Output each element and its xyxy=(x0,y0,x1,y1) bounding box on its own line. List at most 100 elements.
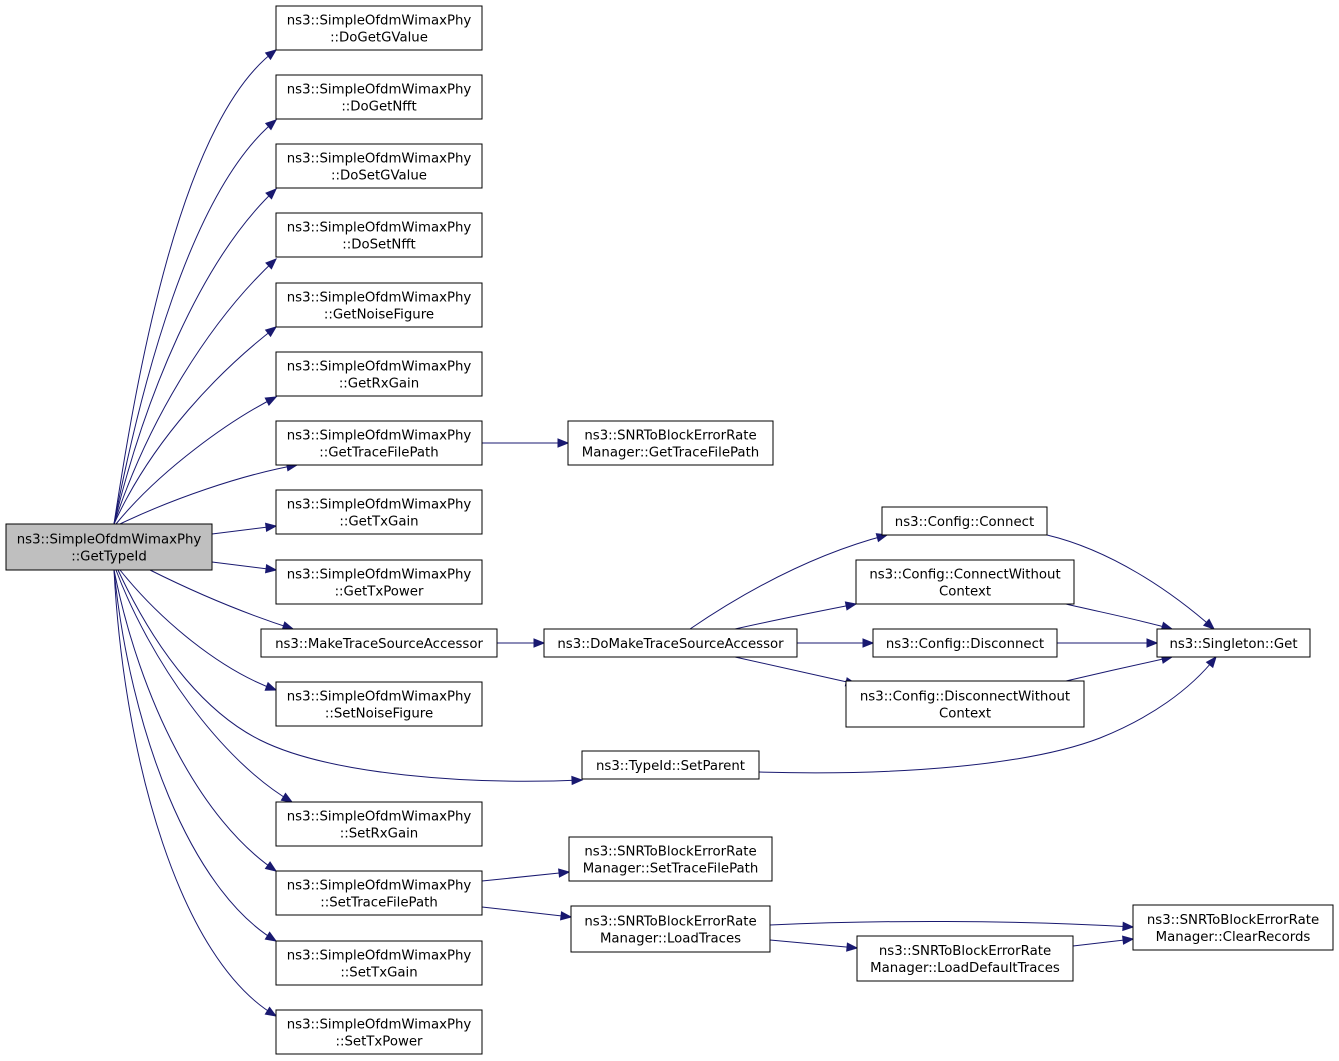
edge-line xyxy=(211,525,277,535)
edge-line xyxy=(113,569,277,942)
edge-do-make-trace-source-accessor-to-config-disconnect xyxy=(797,638,875,648)
node-box xyxy=(5,523,213,571)
node-box xyxy=(581,750,760,780)
node-label-line: ns3::MakeTraceSourceAccessor xyxy=(275,637,483,652)
node-singleton-get[interactable]: ns3::Singleton::Get xyxy=(1156,628,1311,658)
node-config-disconnect[interactable]: ns3::Config::Disconnect xyxy=(872,628,1058,658)
node-config-connect[interactable]: ns3::Config::Connect xyxy=(881,506,1048,536)
edge-root-to-do-get-nfft xyxy=(113,119,278,525)
node-snr-load-traces[interactable]: ns3::SNRToBlockErrorRateManager::LoadTra… xyxy=(570,905,771,953)
edge-root-to-set-tx-power xyxy=(113,569,278,1017)
edge-line xyxy=(769,939,858,949)
node-label-line: ns3::SimpleOfdmWimaxPhy xyxy=(17,533,202,548)
node-label-line: ns3::Config::DisconnectWithout xyxy=(860,690,1070,705)
node-box xyxy=(275,1009,483,1055)
node-snr-set-trace-file-path[interactable]: ns3::SNRToBlockErrorRateManager::SetTrac… xyxy=(568,836,773,882)
node-label-line: ns3::Singleton::Get xyxy=(1169,637,1297,652)
node-label-line: ns3::SimpleOfdmWimaxPhy xyxy=(287,568,472,583)
call-graph-edges xyxy=(113,49,1217,1017)
node-set-noise-figure[interactable]: ns3::SimpleOfdmWimaxPhy::SetNoiseFigure xyxy=(275,681,483,727)
edge-line xyxy=(1046,534,1215,630)
arrowhead xyxy=(280,792,294,803)
node-make-trace-source-accessor[interactable]: ns3::MakeTraceSourceAccessor xyxy=(260,628,498,658)
node-set-tx-gain[interactable]: ns3::SimpleOfdmWimaxPhy::SetTxGain xyxy=(275,940,483,986)
node-label-line: ::SetNoiseFigure xyxy=(325,707,433,722)
node-snr-clear-records[interactable]: ns3::SNRToBlockErrorRateManager::ClearRe… xyxy=(1132,904,1334,951)
node-label-line: ns3::SNRToBlockErrorRate xyxy=(584,845,756,860)
arrowhead xyxy=(264,49,278,61)
node-do-get-nfft[interactable]: ns3::SimpleOfdmWimaxPhy::DoGetNfft xyxy=(275,74,483,120)
edge-make-trace-source-accessor-to-do-make-trace-source-accessor xyxy=(497,638,546,648)
edge-root-to-get-tx-power xyxy=(211,561,278,574)
node-set-tx-power[interactable]: ns3::SimpleOfdmWimaxPhy::SetTxPower xyxy=(275,1009,483,1055)
node-label-line: ns3::SimpleOfdmWimaxPhy xyxy=(287,291,472,306)
arrowhead xyxy=(265,188,277,200)
edge-type-id-set-parent-to-singleton-get xyxy=(758,655,1217,774)
node-label-line: ns3::Config::ConnectWithout xyxy=(869,568,1060,583)
edge-line xyxy=(481,906,572,918)
edge-line xyxy=(689,534,888,630)
node-box xyxy=(275,801,483,847)
edge-line xyxy=(113,569,277,1017)
node-get-tx-gain[interactable]: ns3::SimpleOfdmWimaxPhy::GetTxGain xyxy=(275,489,483,535)
node-box xyxy=(275,681,483,727)
node-box xyxy=(872,628,1058,658)
node-label-line: ns3::TypeId::SetParent xyxy=(596,759,745,774)
node-label-line: ns3::SNRToBlockErrorRate xyxy=(584,429,756,444)
edge-root-to-set-noise-figure xyxy=(119,569,278,691)
node-label-line: ns3::SimpleOfdmWimaxPhy xyxy=(287,429,472,444)
arrowhead xyxy=(264,861,278,872)
node-type-id-set-parent[interactable]: ns3::TypeId::SetParent xyxy=(581,750,760,780)
edge-line xyxy=(113,188,277,525)
edge-root-to-get-noise-figure xyxy=(113,326,278,525)
node-label-line: ::GetRxGain xyxy=(339,377,419,392)
edge-line xyxy=(113,49,277,525)
arrowhead xyxy=(264,681,278,691)
node-snr-load-default-traces[interactable]: ns3::SNRToBlockErrorRateManager::LoadDef… xyxy=(856,935,1074,982)
edge-snr-load-traces-to-snr-load-default-traces xyxy=(769,939,859,952)
node-box xyxy=(275,143,483,189)
edge-root-to-do-set-gvalue xyxy=(113,188,277,525)
node-label-line: ns3::SNRToBlockErrorRate xyxy=(879,944,1051,959)
node-do-get-gvalue[interactable]: ns3::SimpleOfdmWimaxPhy::DoGetGValue xyxy=(275,5,483,51)
node-set-rx-gain[interactable]: ns3::SimpleOfdmWimaxPhy::SetRxGain xyxy=(275,801,483,847)
node-get-rx-gain[interactable]: ns3::SimpleOfdmWimaxPhy::GetRxGain xyxy=(275,351,483,397)
edge-snr-load-traces-to-snr-clear-records xyxy=(769,920,1135,932)
node-do-make-trace-source-accessor[interactable]: ns3::DoMakeTraceSourceAccessor xyxy=(543,628,798,658)
edge-config-disconnect-without-context-to-singleton-get xyxy=(1065,654,1174,682)
edge-line xyxy=(115,396,277,525)
node-box xyxy=(275,5,483,51)
node-label-line: Manager::ClearRecords xyxy=(1156,930,1311,945)
arrowhead xyxy=(264,563,278,574)
node-label-line: Manager::LoadTraces xyxy=(600,932,741,947)
edge-line xyxy=(481,871,570,882)
edge-line xyxy=(117,569,583,782)
edge-root-to-set-trace-file-path xyxy=(113,569,278,872)
arrowhead xyxy=(264,396,278,407)
node-get-trace-file-path[interactable]: ns3::SimpleOfdmWimaxPhy::GetTraceFilePat… xyxy=(275,420,483,466)
node-do-set-nfft[interactable]: ns3::SimpleOfdmWimaxPhy::DoSetNfft xyxy=(275,212,483,258)
node-set-trace-file-path[interactable]: ns3::SimpleOfdmWimaxPhy::SetTraceFilePat… xyxy=(275,870,483,916)
edge-line xyxy=(211,561,277,571)
arrowhead xyxy=(558,868,571,878)
node-label-line: ::DoSetGValue xyxy=(331,169,427,184)
node-label-line: ::DoSetNfft xyxy=(342,238,416,253)
node-snr-get-trace-file-path[interactable]: ns3::SNRToBlockErrorRateManager::GetTrac… xyxy=(567,420,774,466)
node-box xyxy=(275,870,483,916)
edge-line xyxy=(119,569,277,691)
node-get-noise-figure[interactable]: ns3::SimpleOfdmWimaxPhy::GetNoiseFigure xyxy=(275,282,483,328)
node-label-line: ns3::SimpleOfdmWimaxPhy xyxy=(287,360,472,375)
edge-line xyxy=(113,258,277,525)
node-do-set-gvalue[interactable]: ns3::SimpleOfdmWimaxPhy::DoSetGValue xyxy=(275,143,483,189)
arrowhead xyxy=(844,601,858,611)
edge-root-to-set-rx-gain xyxy=(115,569,294,803)
node-get-tx-power[interactable]: ns3::SimpleOfdmWimaxPhy::GetTxPower xyxy=(275,559,483,605)
node-label-line: ns3::SimpleOfdmWimaxPhy xyxy=(287,810,472,825)
node-label-line: ::GetTraceFilePath xyxy=(319,446,438,461)
arrowhead xyxy=(1205,655,1217,669)
node-label-line: ::SetRxGain xyxy=(340,827,418,842)
node-label-line: ns3::SNRToBlockErrorRate xyxy=(1147,913,1319,928)
edge-line xyxy=(113,326,277,525)
